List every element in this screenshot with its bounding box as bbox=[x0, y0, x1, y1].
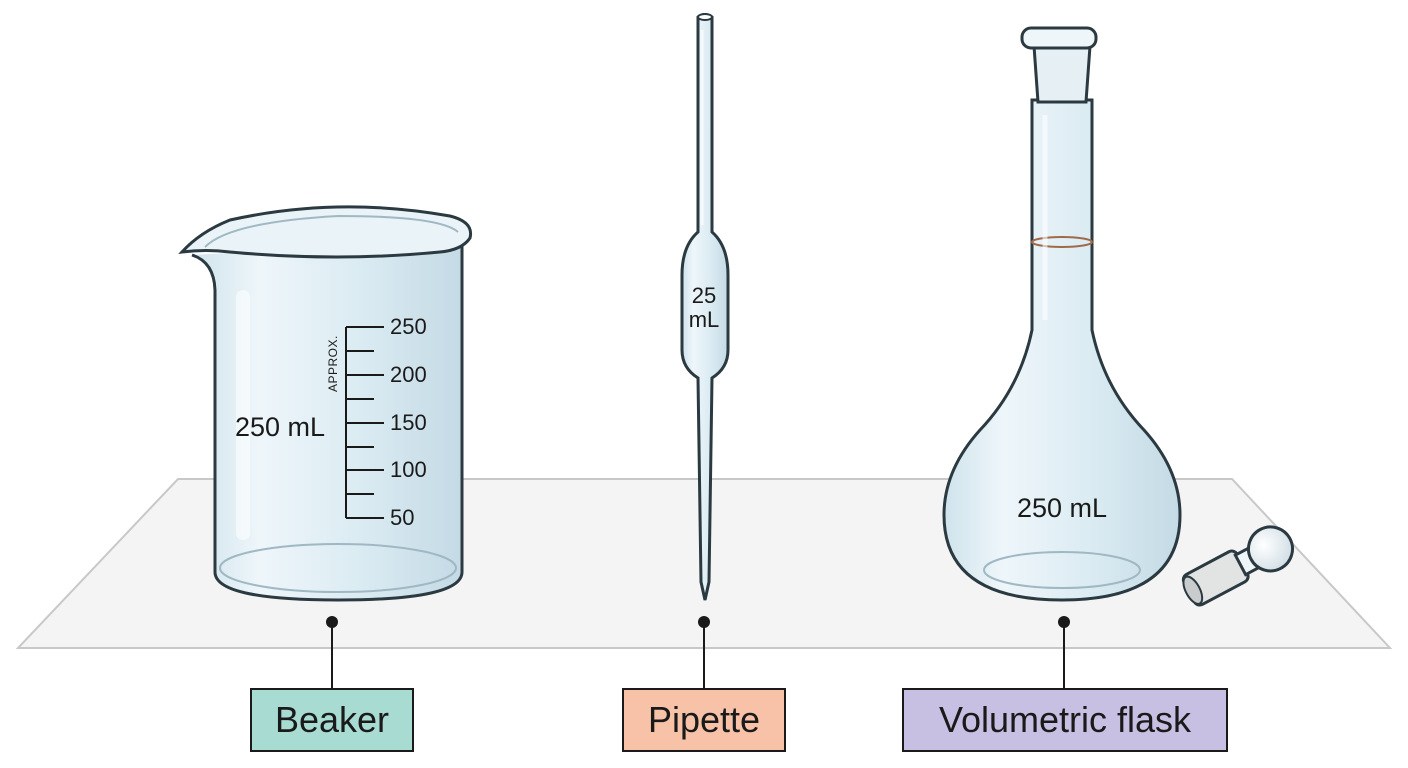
beaker-caption: Beaker bbox=[250, 688, 414, 752]
beaker-tick-150: 150 bbox=[390, 410, 427, 435]
flask-neck-rim bbox=[1020, 26, 1098, 50]
beaker-highlight bbox=[236, 290, 250, 540]
beaker-tick-100: 100 bbox=[390, 457, 427, 482]
beaker-rim-inner bbox=[204, 214, 459, 248]
beaker-approx-label: APPROX. bbox=[326, 335, 340, 392]
flask-capacity-label: 250 mL bbox=[1017, 493, 1107, 523]
beaker-capacity-label: 250 mL bbox=[235, 412, 325, 442]
beaker-tick-200: 200 bbox=[390, 362, 427, 387]
beaker-tick-50: 50 bbox=[390, 505, 414, 530]
volumetric-flask: 250 mL bbox=[942, 26, 1182, 602]
pipette-caption: Pipette bbox=[622, 688, 786, 752]
stopper-plug-end bbox=[1182, 575, 1204, 605]
beaker-base bbox=[219, 543, 457, 593]
pipette-pointer-dot bbox=[698, 616, 710, 628]
pipette-volume-number: 25 bbox=[692, 283, 716, 308]
beaker-tick-250: 250 bbox=[390, 314, 427, 339]
flask-calibration-mark bbox=[1031, 236, 1093, 248]
leader-lines bbox=[331, 622, 1065, 688]
flask-body bbox=[942, 98, 1182, 602]
flask-neck-stopper bbox=[1032, 44, 1092, 104]
flask-pointer-dot bbox=[1058, 616, 1070, 628]
stopper-knob bbox=[1246, 525, 1294, 573]
beaker-scale bbox=[345, 326, 384, 519]
beaker: 250 200 150 100 50 APPROX. 250 mL bbox=[178, 205, 473, 602]
flask-base bbox=[983, 551, 1141, 589]
pipette-top-opening bbox=[697, 13, 713, 21]
pipette: 25 mL bbox=[680, 13, 730, 601]
beaker-pointer-dot bbox=[326, 616, 338, 628]
loose-stopper bbox=[1181, 525, 1294, 607]
pipette-volume-unit: mL bbox=[689, 307, 720, 332]
beaker-rim bbox=[178, 205, 473, 259]
flask-caption: Volumetric flask bbox=[902, 688, 1228, 752]
beaker-body bbox=[191, 240, 464, 602]
